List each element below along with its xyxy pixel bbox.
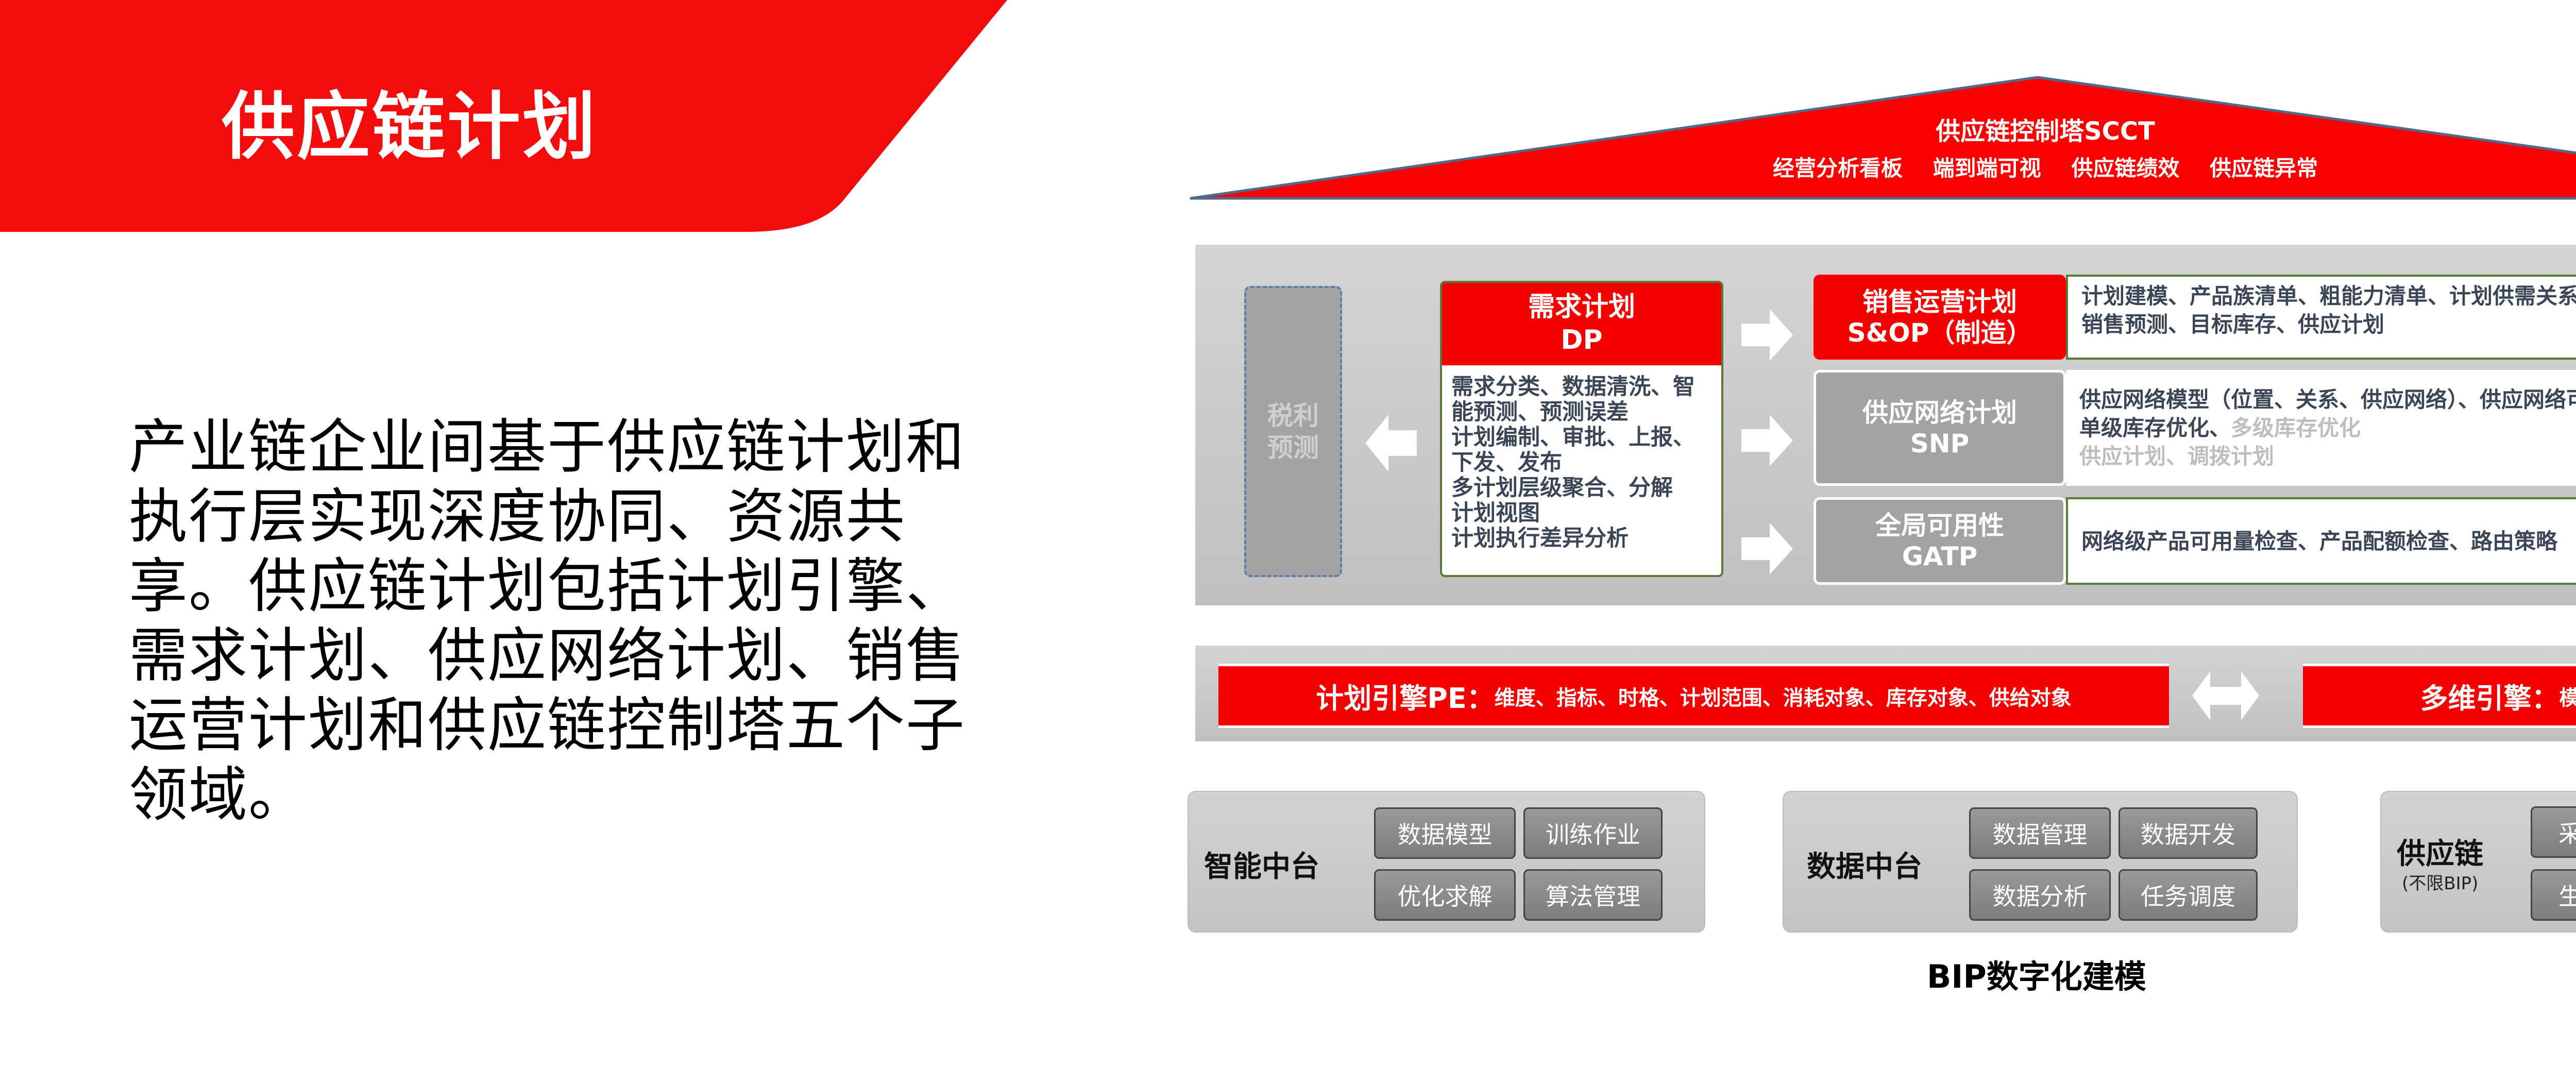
sop-plan-line: 计划建模、产品族清单、粗能力清单、计划供需关系 xyxy=(2081,283,2576,309)
demand-plan-code: DP xyxy=(1561,325,1603,356)
engine-panel: 计划引擎PE： 维度、指标、时格、计划范围、消耗对象、库存对象、供给对象 多维引… xyxy=(1195,646,2576,741)
gatp-plan-row: 全局可用性 GATP 网络级产品可用量检查、产品配额检查、路由策略 xyxy=(1814,497,2576,585)
sop-plan-tag: 销售运营计划 S&OP（制造） xyxy=(1814,275,2066,360)
intro-paragraph: 产业链企业间基于供应链计划和执行层实现深度协同、资源共享。供应链计划包括计划引擎… xyxy=(129,413,966,829)
title-banner: 供应链计划 xyxy=(0,0,1010,233)
control-tower-item: 供应链异常 xyxy=(2209,156,2318,181)
gatp-plan-desc: 网络级产品可用量检查、产品配额检查、路由策略 xyxy=(2066,497,2576,585)
ai-platform: 智能中台 数据模型 训练作业 优化求解 算法管理 xyxy=(1188,791,1705,933)
control-tower-roof: 供应链控制塔SCCT 经营分析看板 端到端可视 供应链绩效 供应链异常 xyxy=(1185,75,2576,204)
banner-shape xyxy=(0,0,1007,232)
supply-chain-platform: 供应链 (不限BIP) 采购 销售 库存 生产 委外 质量 xyxy=(2380,791,2576,933)
snp-plan-line-faded: 供应计划、调拨计划 xyxy=(2079,444,2275,469)
tax-forecast-box: 税利预测 xyxy=(1244,286,1342,577)
module-button[interactable]: 数据模型 xyxy=(1374,807,1516,859)
plan-engine-box: 计划引擎PE： 维度、指标、时格、计划范围、消耗对象、库存对象、供给对象 xyxy=(1218,664,2169,728)
snp-plan-faded: 多级库存优化 xyxy=(2231,415,2361,441)
module-button[interactable]: 算法管理 xyxy=(1523,869,1663,921)
plan-engine-items: 维度、指标、时格、计划范围、消耗对象、库存对象、供给对象 xyxy=(1494,686,2072,710)
control-tower-item: 供应链绩效 xyxy=(2071,156,2180,181)
module-button[interactable]: 优化求解 xyxy=(1374,869,1516,921)
multi-engine-box: 多维引擎： 模型、数据、内存计算 xyxy=(2303,664,2576,728)
data-platform-label: 数据中台 xyxy=(1807,850,1922,884)
demand-plan-line: 计划编制、审批、上报、 xyxy=(1451,425,1695,450)
control-tower-item: 经营分析看板 xyxy=(1773,156,1903,181)
gatp-plan-line: 网络级产品可用量检查、产品配额检查、路由策略 xyxy=(2081,528,2558,554)
demand-plan-line: 计划执行差异分析 xyxy=(1451,526,1629,551)
sop-plan-title: 销售运营计划 xyxy=(1862,286,2017,317)
data-platform: 数据中台 数据管理 数据开发 数据分析 任务调度 xyxy=(1783,791,2298,933)
sop-plan-line: 销售预测、目标库存、供应计划 xyxy=(2081,312,2385,337)
multi-engine-title: 多维引擎： xyxy=(2420,682,2560,715)
arrow-right-icon xyxy=(1741,309,1793,361)
demand-plan-title: 需求计划 xyxy=(1528,292,1635,323)
control-tower-title: 供应链控制塔SCCT xyxy=(1936,117,2155,146)
snp-plan-row: 供应网络计划 SNP 供应网络模型（位置、关系、供应网络）、供应网络可视。等 单… xyxy=(1814,370,2576,486)
module-button[interactable]: 数据开发 xyxy=(2119,807,2258,859)
module-button[interactable]: 生产 xyxy=(2531,869,2576,921)
demand-plan-features: 需求分类、数据清洗、智 能预测、预测误差 计划编制、审批、上报、 下发、发布 多… xyxy=(1442,365,1721,561)
snp-plan-tag: 供应网络计划 SNP xyxy=(1814,370,2066,486)
demand-plan-line: 能预测、预测误差 xyxy=(1451,399,1629,425)
module-button[interactable]: 任务调度 xyxy=(2119,869,2258,921)
demand-plan-header: 需求计划 DP xyxy=(1442,283,1721,365)
gatp-plan-tag: 全局可用性 GATP xyxy=(1814,497,2066,585)
sop-plan-code: S&OP（制造） xyxy=(1847,317,2032,348)
arrow-right-icon xyxy=(1741,415,1793,466)
tax-forecast-label: 税利预测 xyxy=(1267,400,1319,463)
module-button[interactable]: 训练作业 xyxy=(1523,807,1663,859)
roof-triangle xyxy=(1190,76,2576,200)
gatp-plan-title: 全局可用性 xyxy=(1875,511,2004,540)
supply-chain-sublabel: (不限BIP) xyxy=(2402,873,2479,894)
snp-plan-desc: 供应网络模型（位置、关系、供应网络）、供应网络可视。等 单级库存优化、多级库存优… xyxy=(2066,370,2576,486)
snp-plan-code: SNP xyxy=(1910,428,1970,459)
demand-plan-line: 计划视图 xyxy=(1451,500,1540,526)
bip-modeling-label: BIP数字化建模 xyxy=(1927,958,2146,995)
demand-plan-line: 下发、发布 xyxy=(1451,450,1562,476)
arrow-left-icon xyxy=(1365,415,1417,471)
demand-plan-box: 需求计划 DP 需求分类、数据清洗、智 能预测、预测误差 计划编制、审批、上报、… xyxy=(1440,281,1723,577)
control-tower-item: 端到端可视 xyxy=(1933,156,2041,181)
arrow-right-icon xyxy=(1741,523,1793,574)
demand-plan-line: 需求分类、数据清洗、智 xyxy=(1451,374,1695,400)
multi-engine-items: 模型、数据、内存计算 xyxy=(2559,686,2576,710)
supply-chain-label: 供应链 xyxy=(2397,837,2483,871)
snp-plan-active: 单级库存优化、 xyxy=(2079,415,2231,441)
double-arrow-icon xyxy=(2192,671,2259,720)
page-title: 供应链计划 xyxy=(222,84,598,170)
planning-panel: 税利预测 需求计划 DP 需求分类、数据清洗、智 能预测、预测误差 计划编制、审… xyxy=(1195,245,2576,605)
demand-plan-line: 多计划层级聚合、分解 xyxy=(1451,475,1673,501)
snp-plan-line: 供应网络模型（位置、关系、供应网络）、供应网络可视。等 xyxy=(2079,387,2576,412)
snp-plan-line: 单级库存优化、多级库存优化 xyxy=(2079,414,2576,442)
gatp-plan-code: GATP xyxy=(1902,542,1978,571)
module-button[interactable]: 数据管理 xyxy=(1969,807,2111,859)
plan-engine-title: 计划引擎PE： xyxy=(1316,682,1495,715)
module-button[interactable]: 采购 xyxy=(2531,806,2576,858)
sop-plan-row: 销售运营计划 S&OP（制造） 计划建模、产品族清单、粗能力清单、计划供需关系 … xyxy=(1814,275,2576,360)
sop-plan-desc: 计划建模、产品族清单、粗能力清单、计划供需关系 销售预测、目标库存、供应计划 xyxy=(2066,275,2576,360)
ai-platform-label: 智能中台 xyxy=(1204,850,1319,884)
module-button[interactable]: 数据分析 xyxy=(1969,869,2111,921)
snp-plan-title: 供应网络计划 xyxy=(1862,397,2017,428)
control-tower-items: 经营分析看板 端到端可视 供应链绩效 供应链异常 xyxy=(1185,151,2576,182)
